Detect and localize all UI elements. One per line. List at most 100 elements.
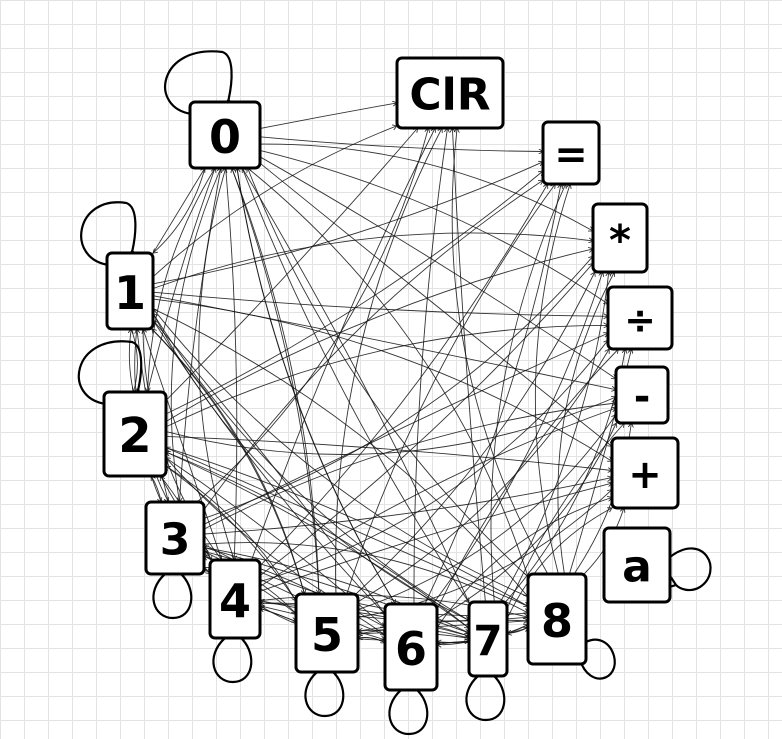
transition-2-to-1	[129, 329, 134, 393]
transition-7-to-0	[242, 168, 470, 603]
transition-0-to-5	[231, 167, 319, 594]
state-label: 1	[114, 266, 146, 320]
transition-8-to-equals	[534, 184, 570, 575]
state-label: ÷	[624, 298, 656, 342]
state-box	[294, 592, 360, 674]
transition-3-to-multiply	[203, 256, 593, 519]
state-label: *	[609, 216, 631, 265]
transition-2-to-0	[147, 168, 216, 393]
transition-3-to-6	[203, 550, 385, 635]
transition-6-to-minus	[436, 423, 616, 619]
state-4: 4	[208, 558, 262, 640]
transition-6-to-multiply	[432, 272, 603, 605]
transition-0-to-2	[148, 167, 216, 392]
state-box	[395, 56, 505, 130]
state-label: 4	[219, 574, 251, 628]
state-box	[105, 251, 155, 331]
transition-8-to-2	[166, 448, 529, 607]
transition-8-to-7	[507, 626, 529, 633]
state-box	[591, 202, 649, 274]
transition-7-to-plus	[506, 508, 612, 620]
transition-0-to-1	[153, 167, 206, 253]
transition-2-to-divide	[165, 325, 608, 428]
state-0: 0	[188, 100, 262, 170]
transition-0-to-plus	[259, 162, 612, 446]
transition-7-to-4	[260, 603, 470, 637]
transition-1-to-equals	[152, 162, 543, 285]
state-label: 5	[311, 608, 343, 662]
transition-4-to-divide	[259, 340, 608, 583]
state-label: 0	[209, 110, 241, 164]
transition-3-to-8	[203, 542, 528, 613]
transition-2-to-multiply	[165, 249, 593, 422]
transition-6-to-equals	[424, 184, 561, 605]
transition-1-to-2	[130, 328, 138, 392]
state-label: =	[554, 132, 588, 178]
transition-3-to-2	[151, 476, 162, 503]
transition-1-to-plus	[152, 298, 612, 461]
transition-8-to-multiply	[557, 272, 614, 575]
state-label: 7	[473, 617, 502, 666]
transition-8-to-0	[248, 168, 529, 578]
transition-1-to-multiply	[152, 232, 593, 289]
transition-0-to-3	[180, 167, 222, 502]
transition-5-to-divide	[357, 349, 609, 603]
state-box	[614, 365, 670, 425]
state-label: ClR	[409, 70, 490, 121]
state-3: 3	[144, 500, 206, 576]
state-clr: ClR	[395, 56, 505, 130]
transition-3-to-clr	[196, 128, 428, 503]
loop-curve	[164, 50, 233, 116]
transition-3-to-0	[170, 168, 221, 503]
state-box	[383, 602, 439, 692]
loop-curve	[304, 671, 345, 718]
state-box	[102, 390, 168, 478]
self-loop-a	[666, 547, 712, 592]
transition-6-to-1	[153, 320, 386, 615]
state-minus: -	[614, 365, 670, 425]
transition-6-to-5	[358, 638, 386, 644]
state-box	[144, 500, 206, 576]
transition-2-to-plus	[165, 435, 612, 470]
loop-curve	[465, 675, 506, 722]
transition-0-to-7	[241, 167, 469, 603]
state-label: 6	[395, 622, 427, 676]
state-equals: =	[541, 120, 601, 186]
state-box	[467, 600, 509, 678]
state-multiply: *	[591, 202, 649, 274]
loop-curve	[152, 573, 193, 620]
transition-5-to-equals	[346, 184, 555, 595]
state-label: 8	[541, 594, 573, 648]
transition-3-to-divide	[203, 333, 608, 525]
state-divide: ÷	[606, 285, 674, 351]
transition-3-to-equals	[203, 180, 543, 511]
transition-4-to-clr	[251, 128, 436, 561]
state-1: 1	[105, 251, 155, 331]
state-box	[208, 558, 262, 640]
state-8: 8	[526, 572, 588, 666]
state-box	[526, 572, 588, 666]
loop-curve	[388, 689, 429, 736]
state-label: a	[622, 542, 652, 593]
transition-2-to-8	[165, 447, 528, 607]
transition-3-to-minus	[203, 403, 616, 530]
transition-6-to-divide	[436, 349, 618, 610]
state-label: +	[628, 452, 662, 498]
state-label: 2	[118, 408, 151, 464]
transition-0-to-multiply	[259, 143, 593, 231]
transition-7-to-1	[153, 313, 470, 621]
state-5: 5	[294, 592, 360, 674]
transition-4-to-multiply	[259, 263, 593, 576]
state-a: a	[602, 526, 672, 604]
loop-curve	[578, 638, 616, 680]
state-box	[610, 436, 680, 510]
state-box	[602, 526, 672, 604]
transition-2-to-clr	[165, 128, 418, 401]
transition-7-to-clr	[452, 128, 486, 603]
transition-0-to-equals	[259, 136, 543, 152]
transition-4-to-0	[198, 168, 235, 561]
loop-curve	[669, 547, 712, 592]
transition-5-to-0	[232, 168, 320, 595]
